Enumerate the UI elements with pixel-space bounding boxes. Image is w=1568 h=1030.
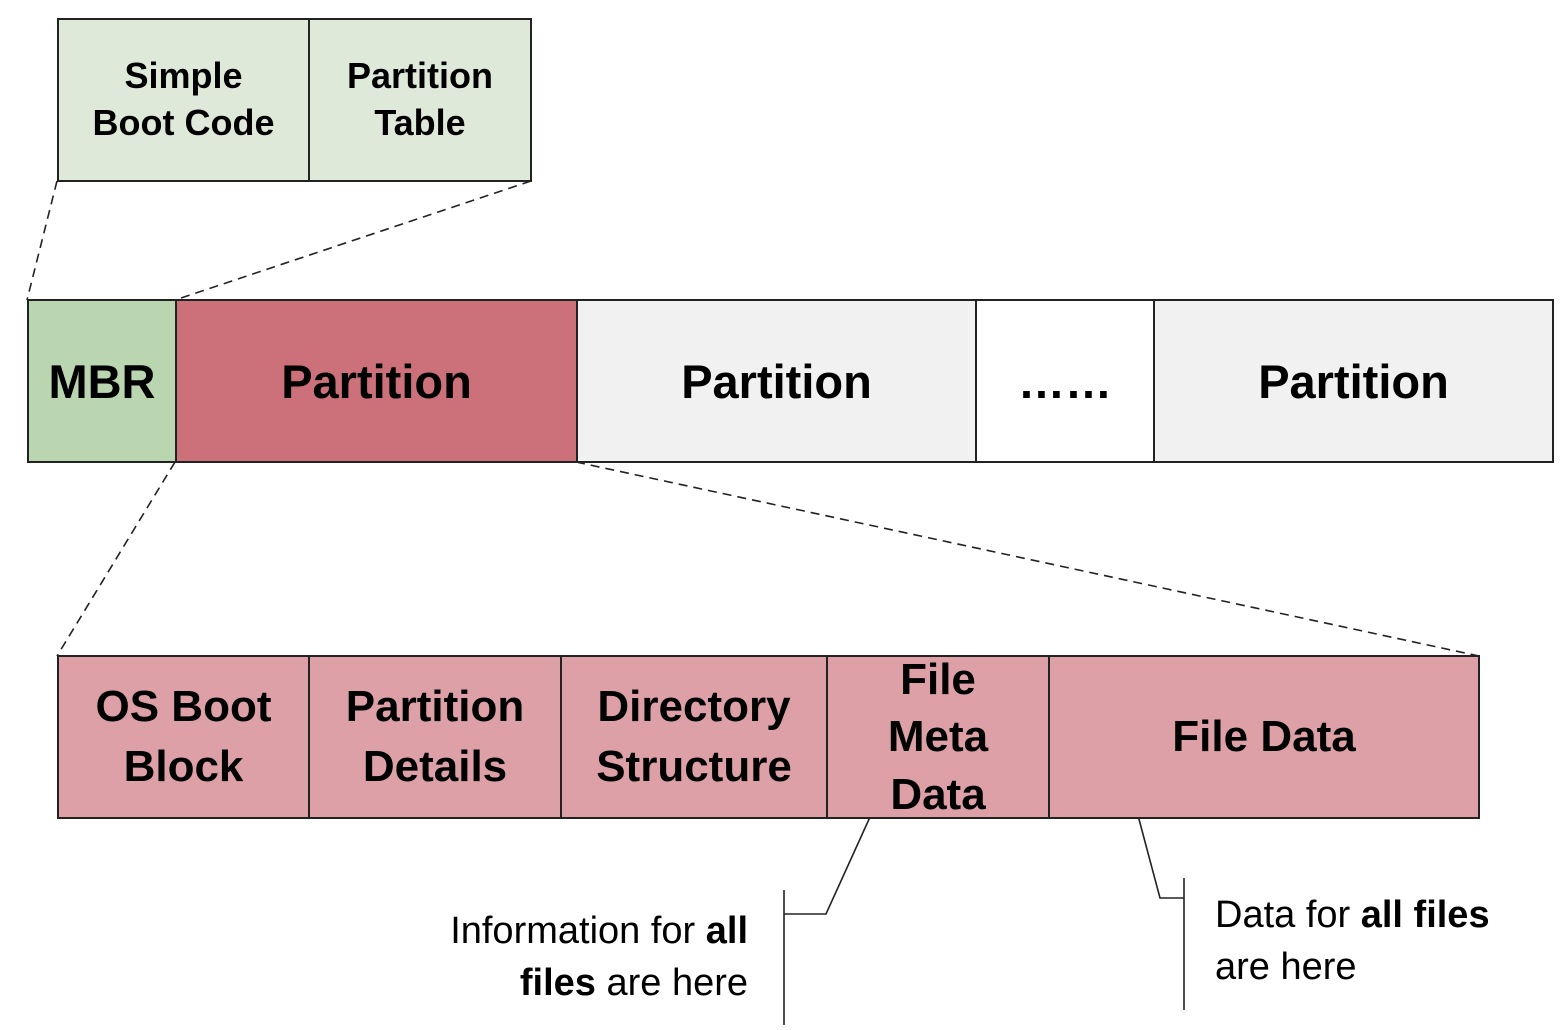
meta-callout-line <box>784 805 876 915</box>
simple-boot-code-block: Simple Boot Code <box>57 18 310 182</box>
os-boot-block: OS Boot Block <box>57 655 310 819</box>
ellipsis-label: …… <box>1018 354 1112 408</box>
mbr-label: MBR <box>48 354 156 408</box>
partition-block-selected: Partition <box>175 299 578 463</box>
partition-zoom-line-left <box>56 461 176 657</box>
partition-block: Partition <box>1153 299 1554 463</box>
partition-label: Partition <box>681 354 872 408</box>
file-data-label: File Data <box>1172 712 1356 762</box>
partition-table-block: Partition Table <box>308 18 532 182</box>
partition-details-block: Partition Details <box>308 655 562 819</box>
partition-zoom-line-right <box>575 461 1480 657</box>
file-meta-data-note-line-1: Information for all <box>450 910 748 952</box>
file-meta-data-label: File Meta Data <box>887 655 989 819</box>
mbr-block: MBR <box>27 299 177 463</box>
file-meta-data-block: File Meta Data <box>826 655 1050 819</box>
partition-block: Partition <box>576 299 977 463</box>
partition-label: Partition <box>1258 354 1449 408</box>
file-data-note-line-1: Data for all files <box>1215 894 1490 936</box>
mbr-zoom-line-left <box>26 180 58 301</box>
directory-structure-label: Directory Structure <box>596 682 792 791</box>
simple-boot-code-label: Simple Boot Code <box>92 55 275 143</box>
partition-table-label: Partition Table <box>346 55 493 143</box>
directory-structure-block: Directory Structure <box>560 655 828 819</box>
file-meta-data-note-line-2: files are here <box>519 962 748 1005</box>
mbr-zoom-line-right <box>174 180 532 301</box>
file-data-note: Data for all files are here <box>1215 889 1560 994</box>
ellipsis-block: …… <box>975 299 1155 463</box>
data-callout-line <box>1135 807 1184 899</box>
partition-label: Partition <box>281 354 472 408</box>
file-meta-data-note: Information for all files are here <box>380 905 748 1010</box>
file-data-note-line-2: are here <box>1215 946 1357 989</box>
partition-details-label: Partition Details <box>345 682 525 791</box>
os-boot-block-label: OS Boot Block <box>95 682 272 791</box>
file-data-block: File Data <box>1048 655 1480 819</box>
